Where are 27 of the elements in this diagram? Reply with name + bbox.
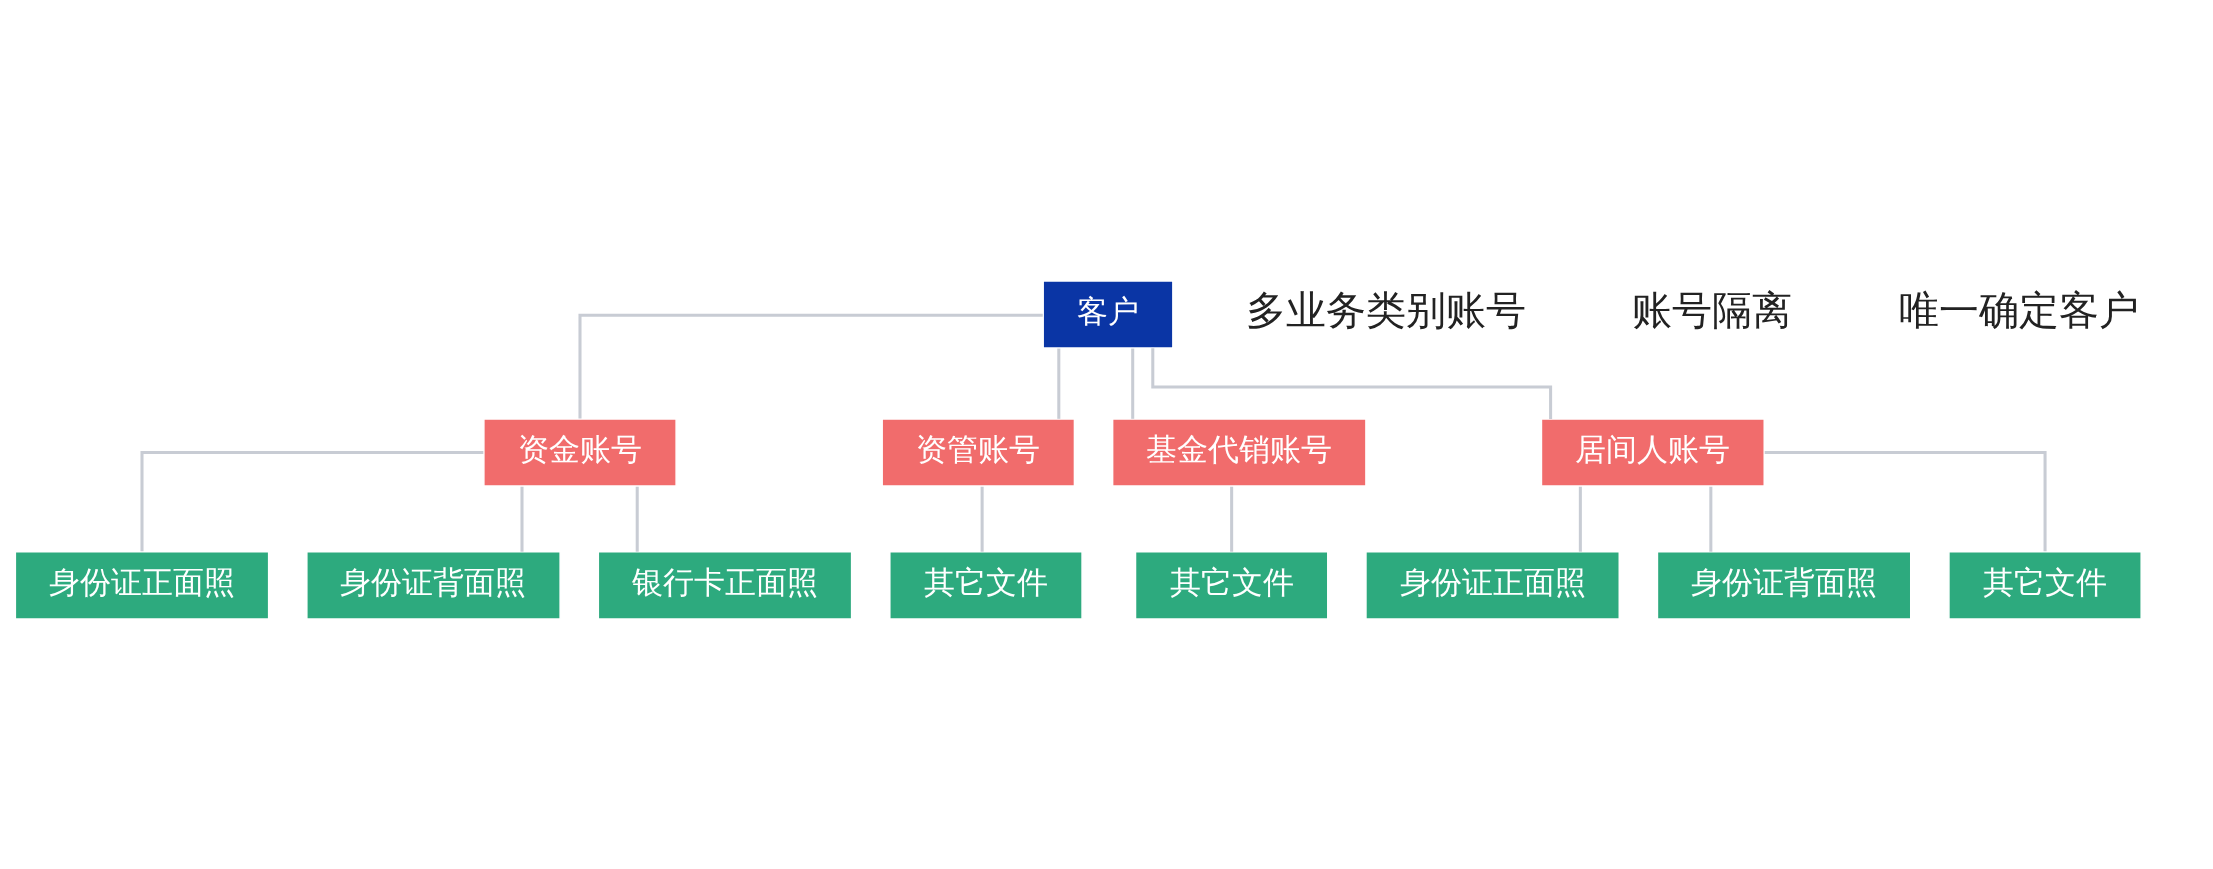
connector [140, 450, 484, 551]
node-box: 其它文件 [1948, 550, 2142, 620]
label: 唯一确定客户 [1899, 288, 2140, 333]
node-box: 身份证正面照 [14, 550, 270, 620]
node-box: 其它文件 [889, 550, 1083, 620]
node-box: 居间人账号 [1540, 417, 1765, 487]
label: 多业务类别账号 [1245, 288, 1526, 333]
node-box: 其它文件 [1134, 550, 1329, 620]
node-box: 资金账号 [483, 417, 677, 487]
connector [1578, 486, 1582, 552]
connector [1057, 348, 1061, 419]
node-box: 身份证正面照 [1365, 550, 1621, 620]
node-box: 基金代销账号 [1111, 417, 1367, 487]
connector [635, 486, 639, 552]
connector [1709, 486, 1713, 552]
node-box: 身份证背面照 [1656, 550, 1912, 620]
connector [980, 486, 984, 552]
connector [1131, 348, 1135, 419]
node-box: 资管账号 [881, 417, 1076, 487]
node-box: 银行卡正面照 [597, 550, 853, 620]
label: 账号隔离 [1632, 288, 1793, 333]
connector [520, 486, 524, 552]
connector [1764, 450, 2047, 551]
node-box: 客户 [1042, 279, 1174, 349]
connector [1230, 486, 1234, 552]
connector [578, 313, 1043, 419]
node-box: 身份证背面照 [306, 550, 561, 620]
